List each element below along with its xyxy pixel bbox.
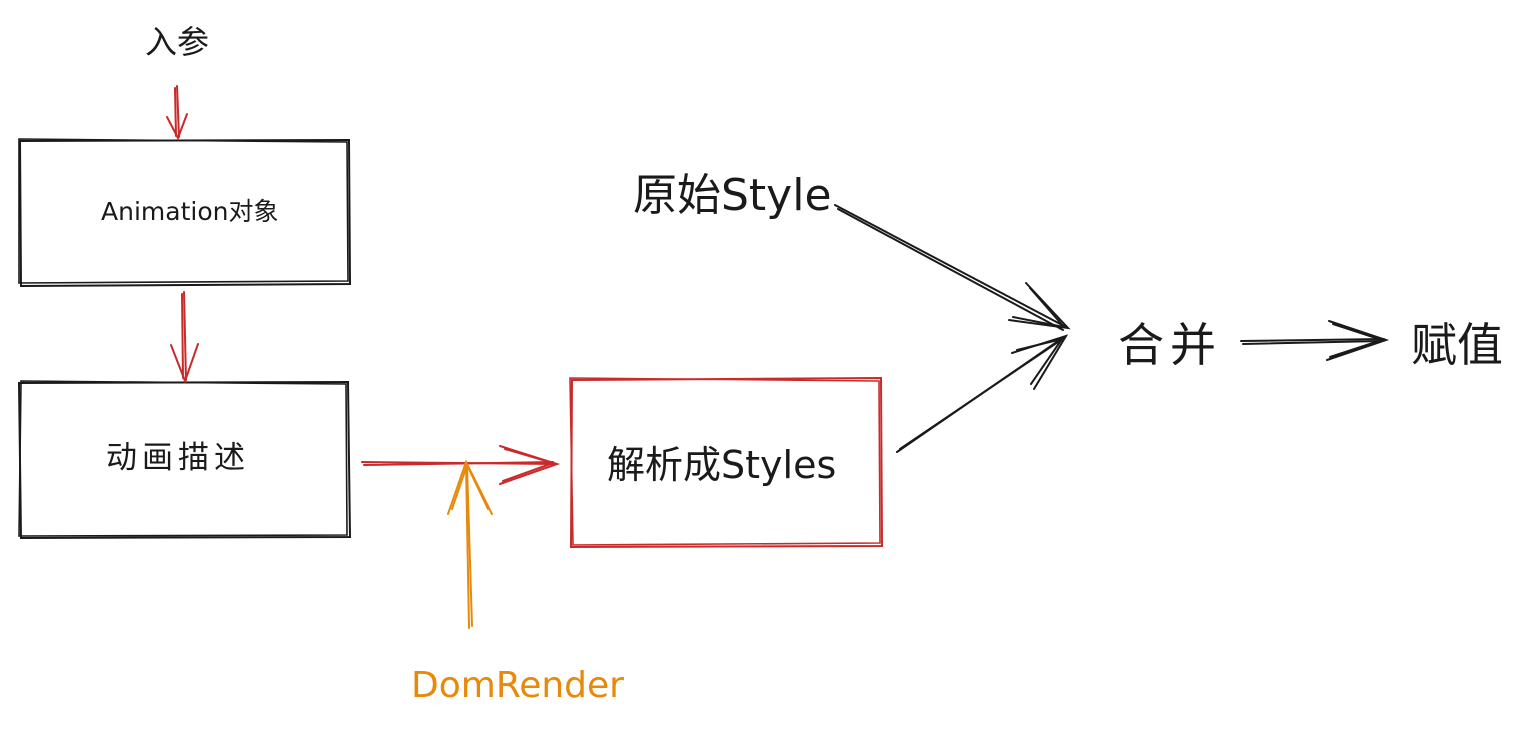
original-style-label: 原始Style [633,170,832,221]
object-to-description-arrow [170,291,199,384]
animation-object-box [18,138,352,288]
input-label: 入参 [145,23,210,61]
dom-render-label: DomRender [411,665,624,706]
merge-label: 合并 [1118,318,1222,372]
animation-description-box [17,380,352,540]
assign-label: 赋值 [1411,318,1503,372]
description-to-parse-arrow [361,445,561,485]
parse-styles-box [569,376,884,549]
parse-to-merge-arrow [896,334,1069,453]
animation-object-label: Animation对象 [101,197,279,226]
input-to-object-arrow [166,85,188,141]
parse-styles-label: 解析成Styles [607,443,837,487]
domrender-arrow [447,459,493,629]
animation-description-label: 动画描述 [106,440,250,476]
merge-to-assign-arrow [1240,320,1390,361]
original-style-to-merge-arrow [834,204,1071,331]
